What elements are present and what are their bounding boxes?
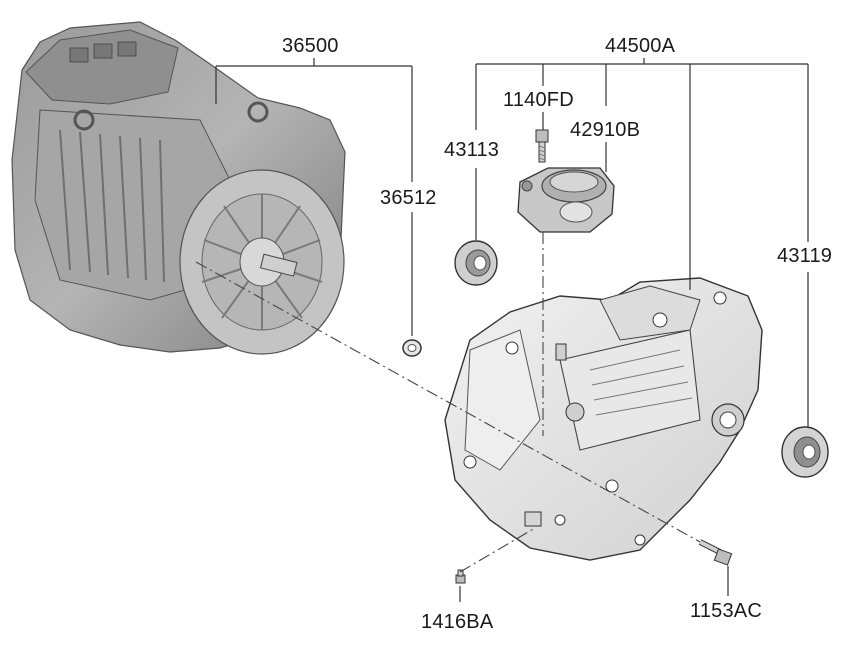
callout-42910b: 42910B <box>570 119 641 141</box>
callout-43113: 43113 <box>444 139 500 161</box>
leader-lines <box>215 58 809 602</box>
seal-43119 <box>781 426 829 478</box>
callout-36512: 36512 <box>380 187 437 209</box>
callout-1140fd: 1140FD <box>503 89 574 111</box>
pin-1416ba <box>455 569 466 584</box>
callout-44500a: 44500A <box>605 35 676 57</box>
callout-1416ba: 1416BA <box>421 611 494 633</box>
bolt-1153ac <box>698 539 733 566</box>
callout-43119: 43119 <box>777 245 833 267</box>
actuator-42910b <box>517 167 615 233</box>
bolt-1140fd <box>535 129 549 163</box>
callout-36500: 36500 <box>282 35 339 57</box>
motor-assembly <box>11 21 346 355</box>
oring-36512 <box>402 339 422 357</box>
seal-43113 <box>454 240 498 286</box>
transmission-case <box>444 277 763 561</box>
callout-1153ac: 1153AC <box>690 600 762 622</box>
alignment-lines <box>195 232 701 573</box>
